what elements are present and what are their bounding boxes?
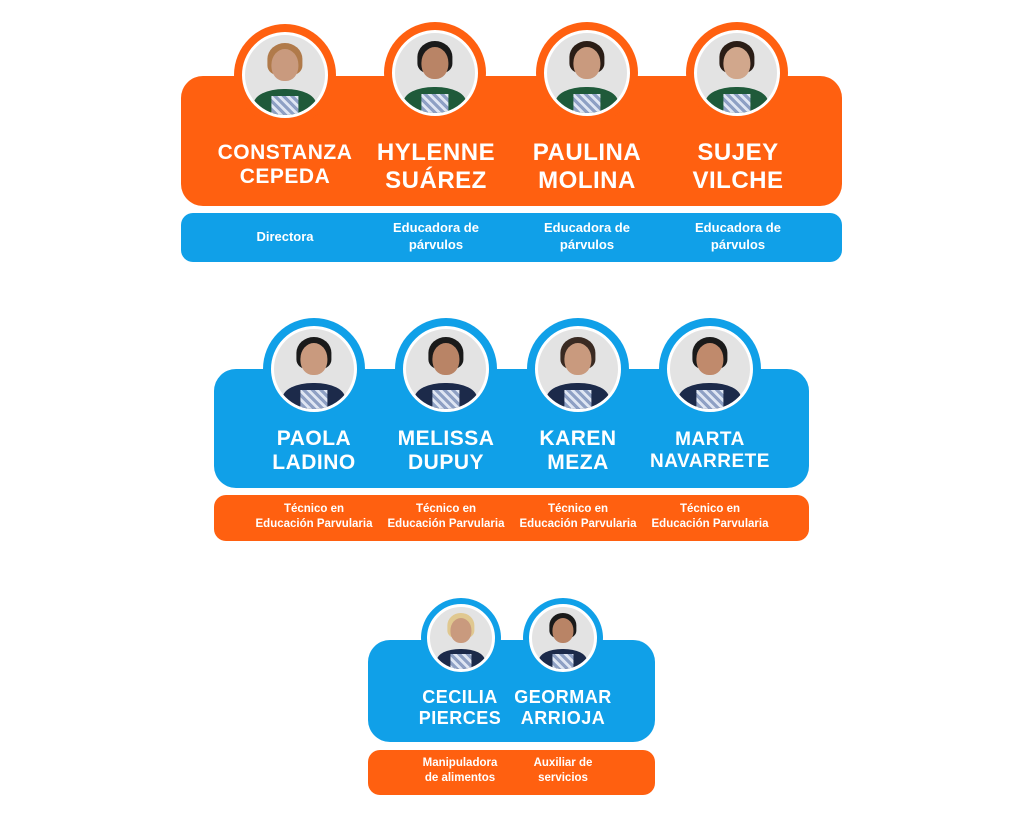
member-name: CONSTANZA CEPEDA <box>217 141 353 189</box>
member-role: Técnico en Educación Parvularia <box>255 503 373 530</box>
member-name: SUJEY VILCHE <box>692 139 784 194</box>
woman-portrait-icon <box>384 22 486 124</box>
member-role: Técnico en Educación Parvularia <box>387 503 505 530</box>
woman-portrait-icon <box>659 318 761 420</box>
member-role: Manipuladora de alimentos <box>422 757 498 784</box>
member-name: CECILIA PIERCES <box>418 687 502 728</box>
woman-portrait-icon <box>421 598 501 678</box>
member-role: Educadora de párvulos <box>544 220 630 252</box>
woman-portrait-icon <box>263 318 365 420</box>
woman-portrait-icon <box>686 22 788 124</box>
member-name: HYLENNE SUÁREZ <box>376 139 496 194</box>
member-name: PAOLA LADINO <box>272 427 356 475</box>
member-name: MELISSA DUPUY <box>397 427 495 475</box>
woman-portrait-icon <box>234 24 336 126</box>
group-3-role-band <box>368 750 655 795</box>
member-name: KAREN MEZA <box>539 427 617 475</box>
member-name: MARTA NAVARRETE <box>650 429 770 472</box>
member-role: Técnico en Educación Parvularia <box>651 503 769 530</box>
woman-portrait-icon <box>523 598 603 678</box>
group-1-role-band <box>181 213 842 262</box>
woman-portrait-icon <box>395 318 497 420</box>
member-role: Auxiliar de servicios <box>533 757 593 784</box>
woman-portrait-icon <box>536 22 638 124</box>
member-role: Directora <box>256 229 314 244</box>
member-name: GEORMAR ARRIOJA <box>514 687 612 728</box>
group-2-role-band <box>214 495 809 541</box>
member-role: Técnico en Educación Parvularia <box>519 503 637 530</box>
member-role: Educadora de párvulos <box>695 220 781 252</box>
member-name: PAULINA MOLINA <box>532 139 642 194</box>
woman-portrait-icon <box>527 318 629 420</box>
group-3-name-band <box>368 640 655 742</box>
member-role: Educadora de párvulos <box>393 220 479 252</box>
